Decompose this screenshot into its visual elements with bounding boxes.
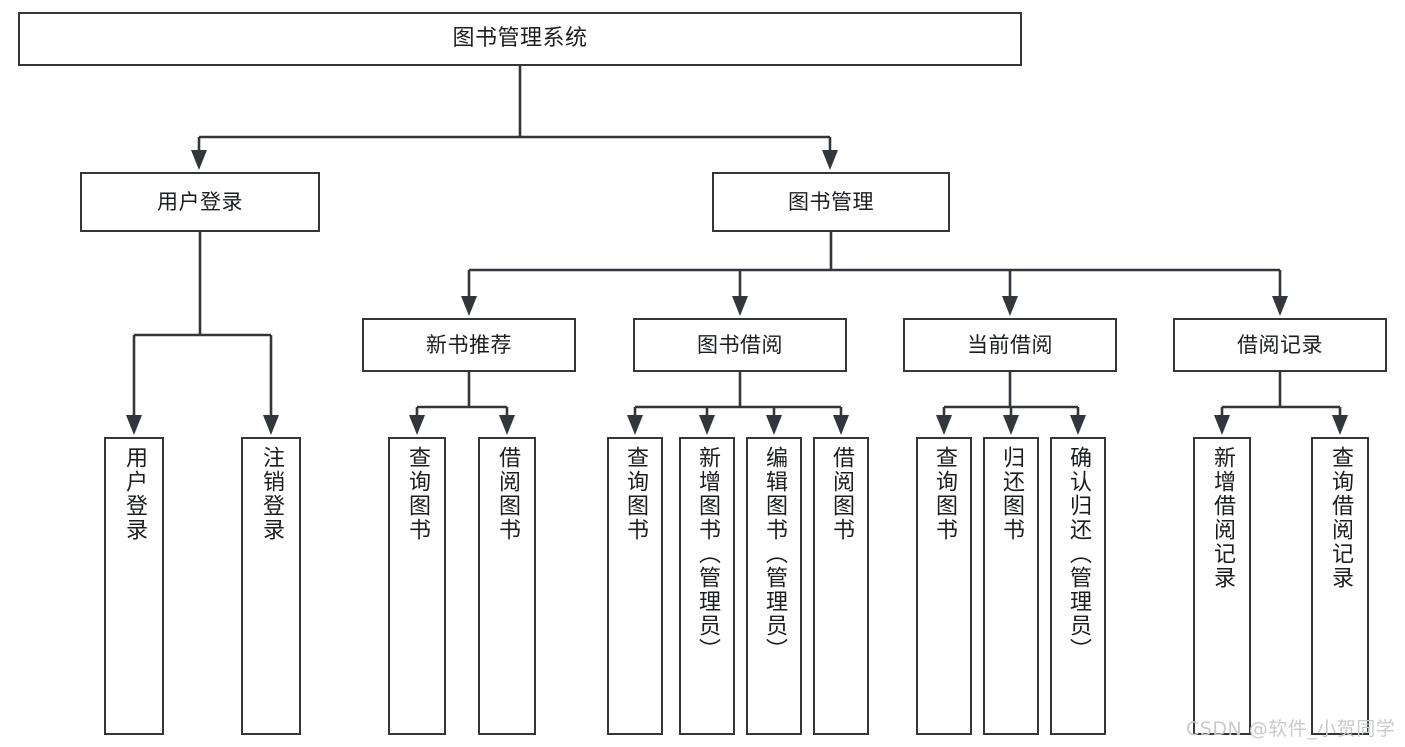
- node-label: 图书借阅: [697, 332, 783, 357]
- node-leaf-query-book-3[interactable]: 查询图书: [916, 437, 972, 735]
- node-leaf-add-book[interactable]: 新增图书（管理员）: [679, 437, 735, 735]
- node-label: 图书管理系统: [452, 26, 588, 52]
- arrow-head-icon: [1214, 415, 1230, 435]
- arrow-head-icon: [126, 415, 142, 435]
- node-new-book-rec[interactable]: 新书推荐: [362, 318, 576, 372]
- node-leaf-user-login[interactable]: 用户登录: [104, 437, 164, 735]
- node-leaf-query-book-1[interactable]: 查询图书: [388, 437, 446, 735]
- node-label: 确认归还（管理员）: [1066, 446, 1091, 662]
- node-user-login[interactable]: 用户登录: [80, 172, 320, 232]
- node-leaf-borrow-book-2[interactable]: 借阅图书: [813, 437, 869, 735]
- node-leaf-logout[interactable]: 注销登录: [241, 437, 301, 735]
- arrow-head-icon: [936, 415, 952, 435]
- node-leaf-query-record[interactable]: 查询借阅记录: [1311, 437, 1369, 735]
- arrow-head-icon: [1070, 415, 1086, 435]
- node-label: 查询图书: [932, 446, 957, 542]
- node-leaf-edit-book[interactable]: 编辑图书（管理员）: [746, 437, 802, 735]
- node-label: 编辑图书（管理员）: [762, 446, 787, 662]
- node-label: 查询图书: [623, 446, 648, 542]
- node-label: 查询图书: [405, 446, 430, 542]
- watermark-text: CSDN @软件_小贺同学: [1186, 718, 1396, 740]
- node-label: 注销登录: [259, 446, 284, 542]
- arrow-head-icon: [263, 415, 279, 435]
- arrow-head-icon: [409, 415, 425, 435]
- arrow-head-icon: [191, 150, 207, 170]
- node-label: 借阅图书: [829, 446, 854, 542]
- arrow-head-icon: [822, 150, 838, 170]
- node-label: 用户登录: [122, 446, 147, 542]
- node-root[interactable]: 图书管理系统: [18, 12, 1022, 66]
- node-label: 用户登录: [157, 189, 243, 214]
- node-leaf-query-book-2[interactable]: 查询图书: [607, 437, 663, 735]
- node-leaf-borrow-book-1[interactable]: 借阅图书: [478, 437, 536, 735]
- node-current-borrow[interactable]: 当前借阅: [903, 318, 1117, 372]
- arrow-head-icon: [1272, 296, 1288, 316]
- node-label: 查询借阅记录: [1328, 446, 1353, 590]
- arrow-head-icon: [766, 415, 782, 435]
- node-label: 当前借阅: [967, 332, 1053, 357]
- node-label: 新增图书（管理员）: [695, 446, 720, 662]
- node-label: 借阅记录: [1237, 332, 1323, 357]
- node-book-borrow[interactable]: 图书借阅: [633, 318, 847, 372]
- node-label: 新增借阅记录: [1210, 446, 1235, 590]
- arrow-head-icon: [1003, 415, 1019, 435]
- node-book-manage[interactable]: 图书管理: [712, 172, 950, 232]
- node-leaf-add-record[interactable]: 新增借阅记录: [1193, 437, 1251, 735]
- node-label: 图书管理: [788, 189, 874, 214]
- arrow-head-icon: [627, 415, 643, 435]
- node-leaf-return-book[interactable]: 归还图书: [983, 437, 1039, 735]
- arrow-head-icon: [699, 415, 715, 435]
- arrow-head-icon: [1332, 415, 1348, 435]
- node-borrow-record[interactable]: 借阅记录: [1173, 318, 1387, 372]
- arrow-head-icon: [833, 415, 849, 435]
- node-label: 新书推荐: [426, 332, 512, 357]
- arrow-head-icon: [732, 296, 748, 316]
- arrow-head-icon: [1002, 296, 1018, 316]
- node-label: 借阅图书: [495, 446, 520, 542]
- node-label: 归还图书: [999, 446, 1024, 542]
- arrow-head-icon: [499, 415, 515, 435]
- node-leaf-confirm-return[interactable]: 确认归还（管理员）: [1050, 437, 1106, 735]
- arrow-head-icon: [461, 296, 477, 316]
